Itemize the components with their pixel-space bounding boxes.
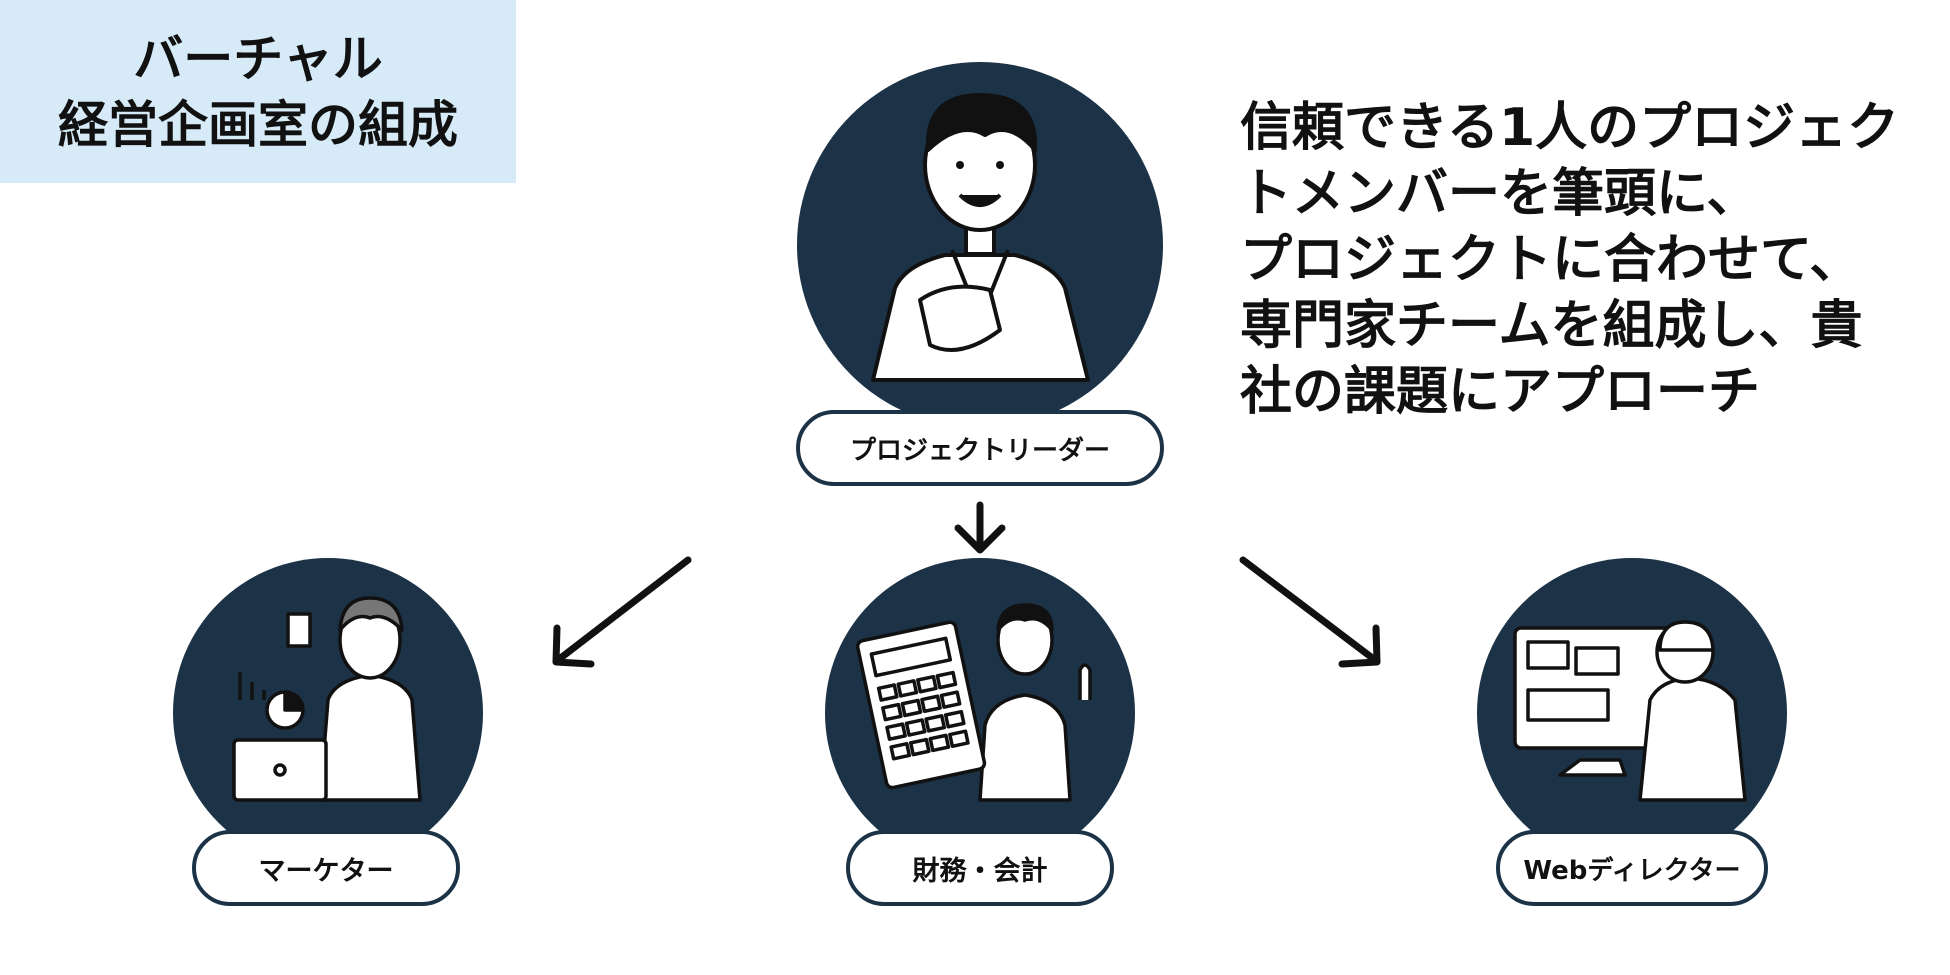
- tagline-line-5: 社の課題にアプローチ: [1240, 362, 1761, 422]
- role-label-marketer: マーケター: [192, 830, 460, 906]
- title-box: バーチャル 経営企画室の組成: [0, 0, 516, 183]
- web-director-node: [1477, 558, 1787, 868]
- title-line-1: バーチャル: [133, 29, 383, 88]
- leader-node: [797, 62, 1163, 428]
- web-director-illustration: [1513, 620, 1747, 802]
- tagline-line-1: 信頼できる1人のプロジェク: [1240, 98, 1900, 158]
- arrow-down-right: [1239, 556, 1381, 668]
- marketer-node: [173, 558, 483, 868]
- tagline: 信頼できる1人のプロジェク トメンバーを筆頭に、 プロジェクトに合わせて、 専門…: [1240, 95, 1940, 425]
- tagline-line-2: トメンバーを筆頭に、: [1240, 164, 1759, 224]
- finance-node: [825, 558, 1135, 868]
- arrow-down-left: [552, 556, 692, 668]
- role-label-leader: プロジェクトリーダー: [796, 410, 1164, 486]
- tagline-line-3: プロジェクトに合わせて、: [1240, 230, 1862, 290]
- finance-illustration: [855, 603, 1092, 802]
- marketer-illustration: [232, 596, 422, 802]
- leader-illustration: [871, 93, 1090, 382]
- title-line-2: 経営企画室の組成: [58, 95, 458, 154]
- arrow-down: [954, 501, 1006, 554]
- tagline-line-4: 専門家チームを組成し、貴: [1240, 296, 1863, 356]
- connector-arrows: [552, 501, 1381, 668]
- role-label-finance: 財務・会計: [846, 830, 1114, 906]
- role-label-web-director: Webディレクター: [1496, 830, 1768, 906]
